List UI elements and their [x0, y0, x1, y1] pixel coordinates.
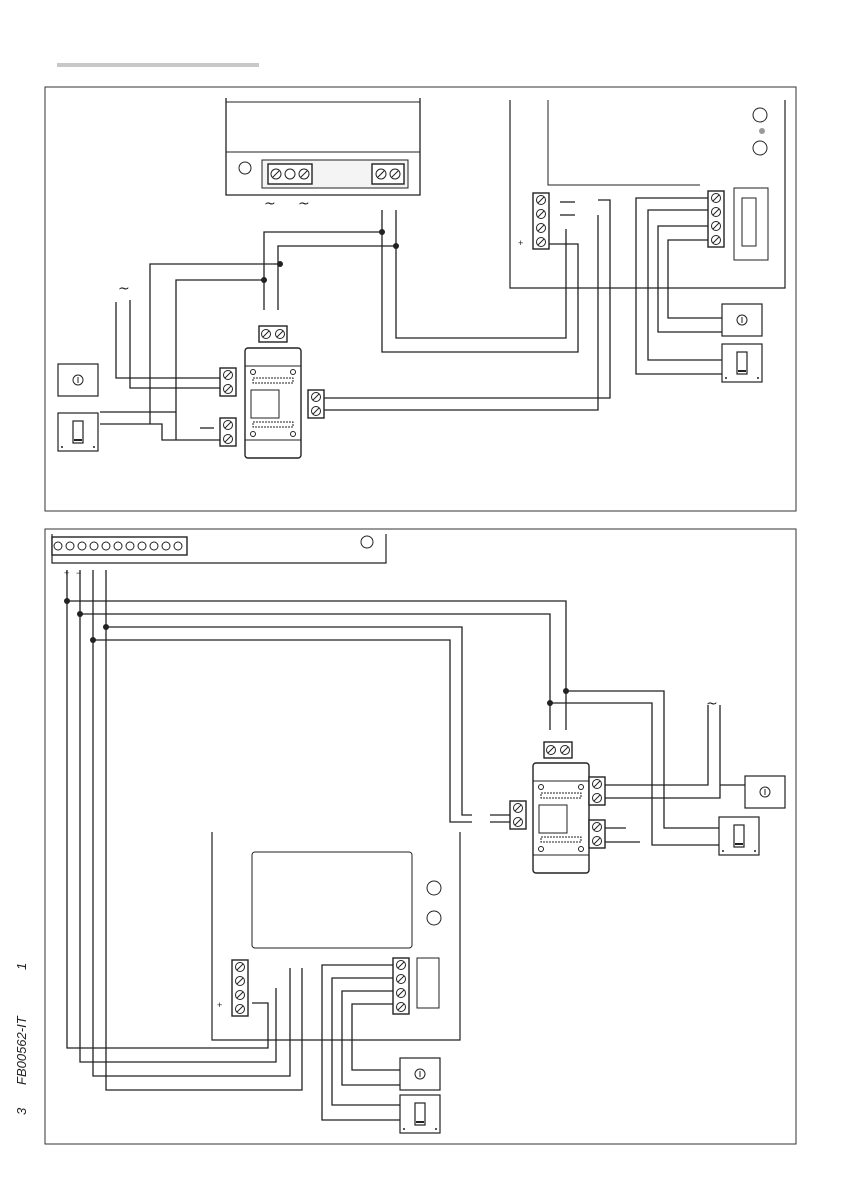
terminal-block-ext2-right — [393, 958, 409, 1014]
module-left-terminal-2 — [510, 801, 526, 829]
plus-label-3: + — [217, 1000, 222, 1010]
module-right-terminal-1 — [308, 390, 324, 418]
diagram-1: ~ ~ + ~ — [45, 87, 796, 511]
power-supply-unit — [226, 98, 420, 195]
main-terminal-strip — [52, 534, 386, 563]
push-button-2b — [400, 1095, 440, 1133]
doorbell-unit-2a — [745, 776, 785, 808]
push-button-left — [58, 413, 98, 451]
module-left-terminal-a — [220, 368, 236, 396]
diagram-2: + − + ~ — [45, 529, 796, 1144]
wires-diagram-1 — [100, 198, 722, 440]
push-button-right — [722, 344, 762, 382]
terminal-block-ext-left — [533, 193, 549, 249]
module-top-terminal-2 — [544, 742, 572, 758]
document-footer: 3 FB00562-IT 1 — [14, 955, 44, 1115]
module-top-terminal-1 — [259, 326, 287, 342]
module-left-terminal-b — [220, 418, 236, 446]
external-unit-2 — [212, 832, 460, 1040]
ac-mark-left: ~ — [118, 281, 130, 297]
wires-diagram-2 — [67, 570, 745, 1120]
relay-module-1 — [245, 348, 301, 458]
ac-input-mark-1: ~ — [264, 196, 276, 212]
doorbell-unit-2b — [400, 1058, 440, 1090]
module-right-terminal-b — [589, 820, 605, 848]
diagram-2-frame — [45, 529, 796, 1144]
ac-input-mark-2: ~ — [298, 196, 310, 212]
push-button-2a — [719, 817, 759, 855]
plus-label-1: + — [518, 238, 523, 248]
module-right-terminal-a — [589, 777, 605, 805]
terminal-block-ext-right — [708, 191, 724, 247]
doorbell-unit-right — [722, 304, 762, 336]
relay-module-2 — [533, 763, 589, 873]
junction-dots-1 — [261, 229, 399, 283]
revision-number: 1 — [14, 810, 29, 970]
terminal-block-ext2-left — [232, 960, 248, 1016]
doorbell-unit-left — [58, 364, 98, 396]
